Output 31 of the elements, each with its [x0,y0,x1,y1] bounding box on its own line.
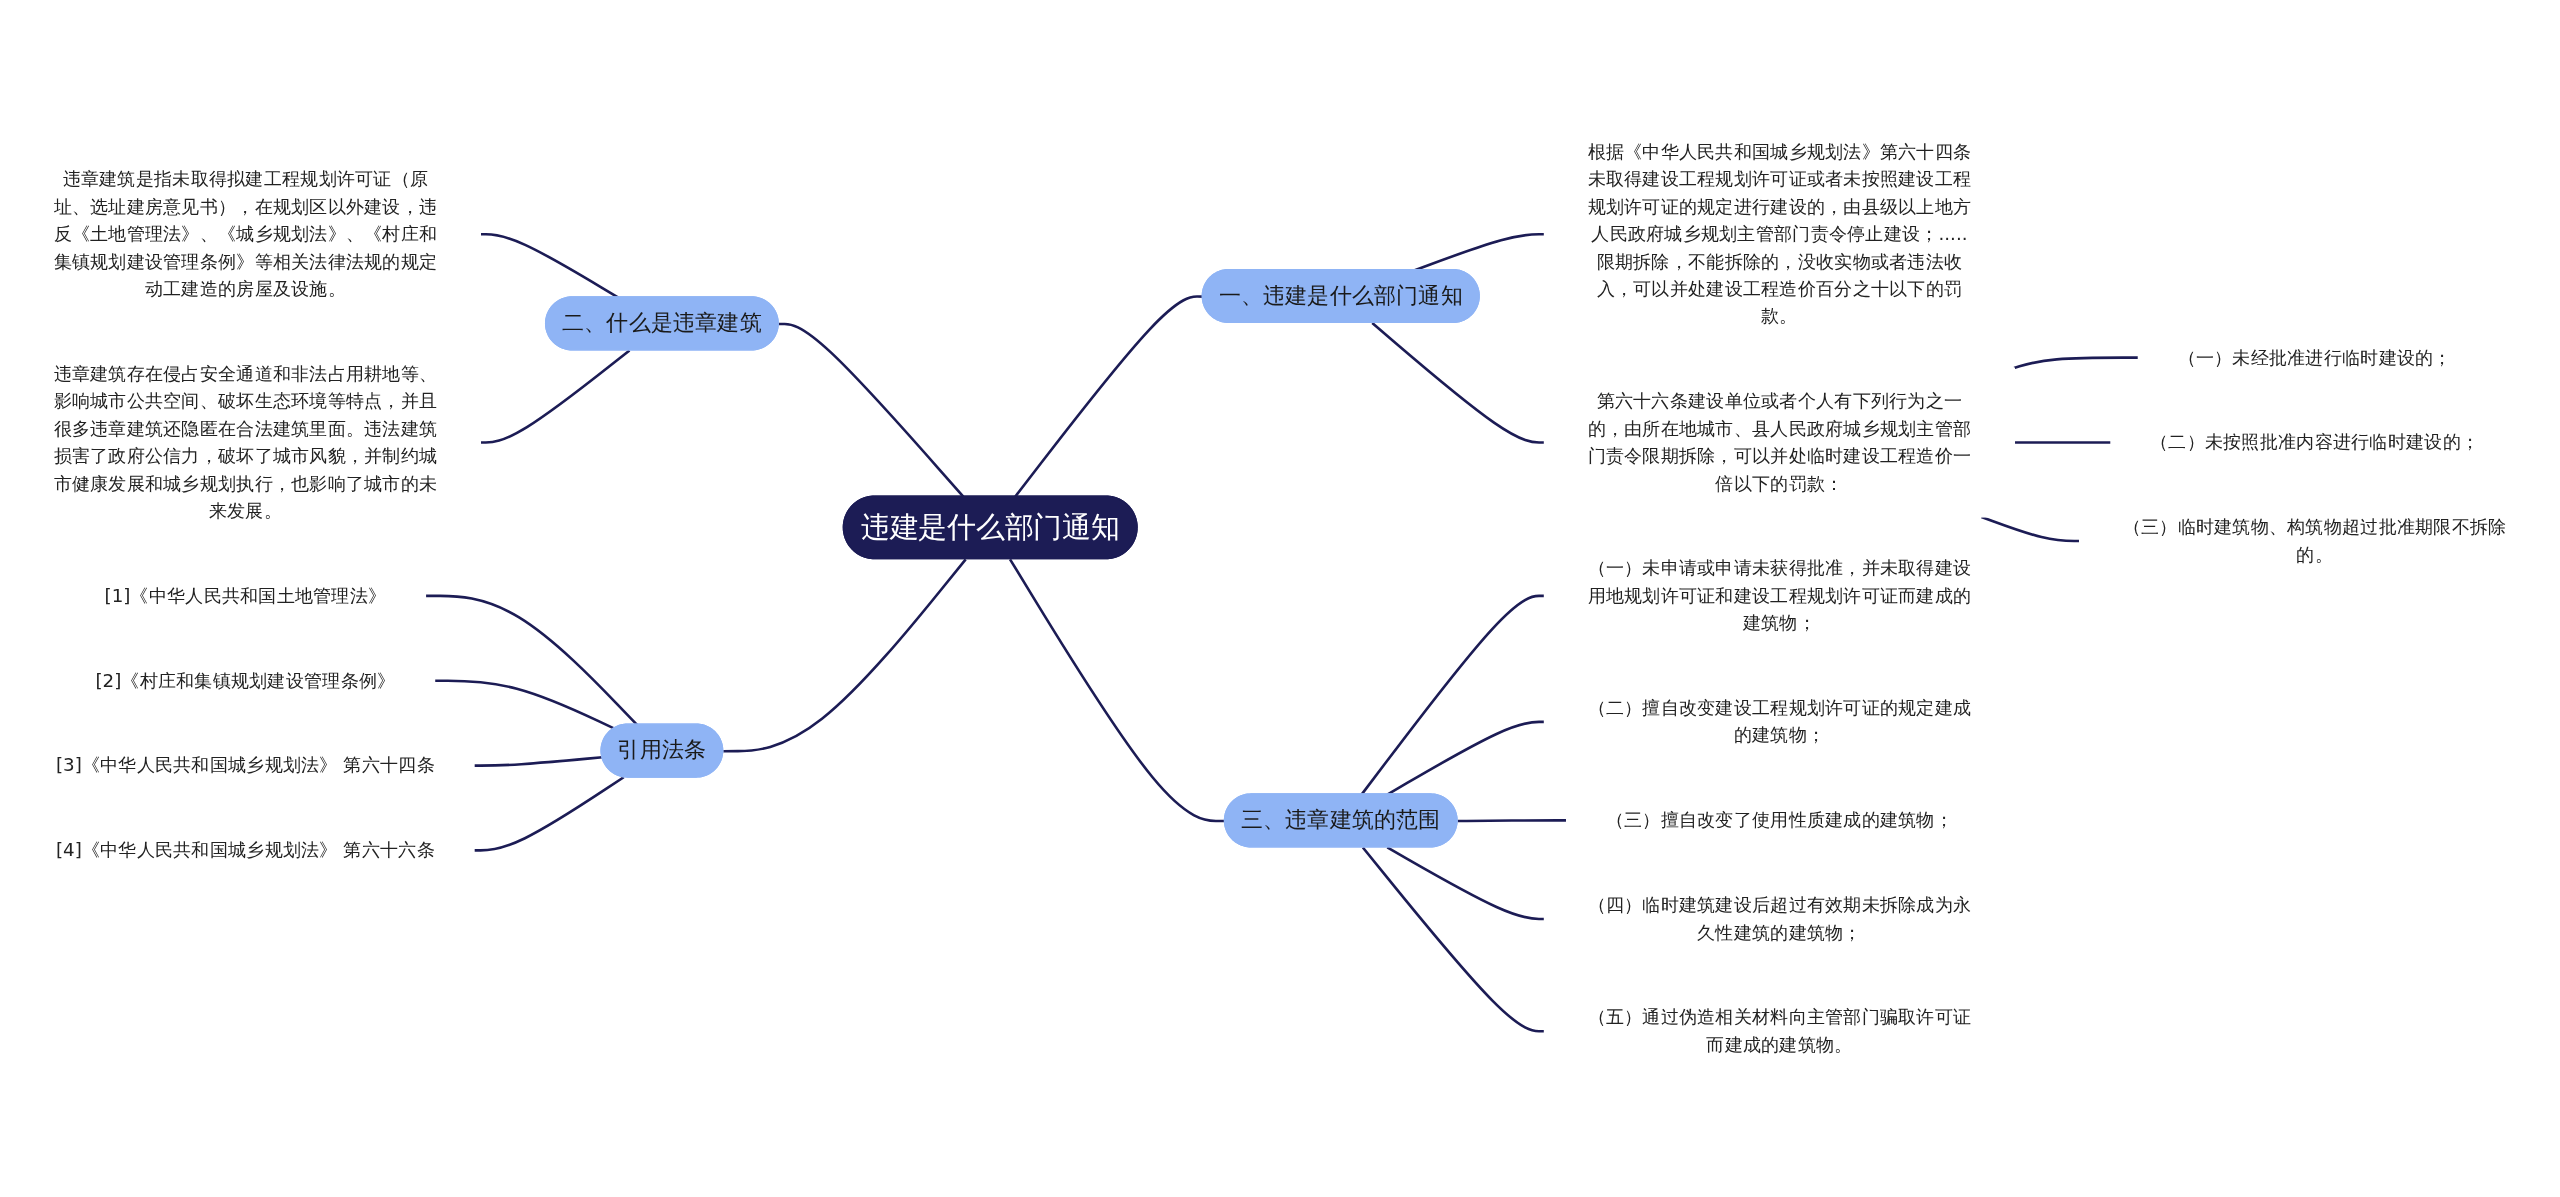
node-text: （三）擅自改变了使用性质建成的建筑物； [1605,809,1954,831]
node-text: 违章建筑是指未取得拟建工程规划许可证（原址、选址建房意见书），在规划区以外建设，违反《土地管理法》、《城乡规划法》、《村庄和集镇规划建设管理条例》等相关法律法规的规定动工建造的房屋及设施。 [53,168,438,299]
connector [1361,846,1545,1033]
node-text: [2]《村庄和集镇规划建设管理条例》 [95,669,396,691]
connector [474,776,625,852]
node-text: （二）未按照批准内容进行临时建设的； [2150,431,2480,453]
connector [2013,356,2139,370]
node-text: （五）通过伪造相关材料向主管部门骗取许可证而建成的建筑物。 [1587,1006,1972,1055]
node-text: 违章建筑存在侵占安全通道和非法占用耕地等、影响城市公共空间、破坏生态环境等特点，并且很多违章建筑还隐匿在合法建筑里面。违法建筑损害了政府公信力，破坏了城市风貌，并制约城市健康发展和城乡规划执行，也影响了城市的未来发展。 [53,362,438,521]
node-text: [4]《中华人民共和国城乡规划法》 第六十六条 [55,839,435,861]
node-text: （一）未申请或申请未获得批准，并未取得建设用地规划许可证和建设工程规划许可证而建成的建筑物； [1587,557,1972,634]
connector [474,756,603,767]
connector [778,322,965,498]
connector [1014,295,1203,498]
connector [480,349,631,444]
connector [1386,846,1545,921]
connector [1457,819,1567,823]
connector [2014,441,2111,444]
connector [425,594,639,726]
connector [434,679,615,730]
node-text: [3]《中华人民共和国城乡规划法》 第六十四条 [55,754,435,776]
node-text: 根据《中华人民共和国城乡规划法》第六十四条未取得建设工程规划许可证或者未按照建设工程规划许可证的规定进行建设的，由县级以上地方人民政府城乡规划主管部门责令停止建设；.....限期拆除，不能拆除的，没收实物或者违法收入，可以并处建设工程造价百分之十以下的罚款。 [1587,140,1972,327]
node-text: 第六十六条建设单位或者个人有下列行为之一的，由所在地城市、县人民政府城乡规划主管部门责令限期拆除，可以并处临时建设工程造价一倍以下的罚款： [1587,390,1972,494]
connector [1981,515,2080,543]
node-text: （一）未经批准进行临时建设的； [2177,346,2452,368]
connector [723,558,967,753]
node-text: （四）临时建筑建设后超过有效期未拆除成为永久性建筑的建筑物； [1587,894,1972,943]
node-text: （三）临时建筑物、构筑物超过批准期限不拆除的。 [2122,516,2507,565]
node-text: [1]《中华人民共和国土地管理法》 [104,584,387,606]
connector [1371,322,1545,444]
node-text: （二）擅自改变建设工程规划许可证的规定建成的建筑物； [1587,697,1972,746]
